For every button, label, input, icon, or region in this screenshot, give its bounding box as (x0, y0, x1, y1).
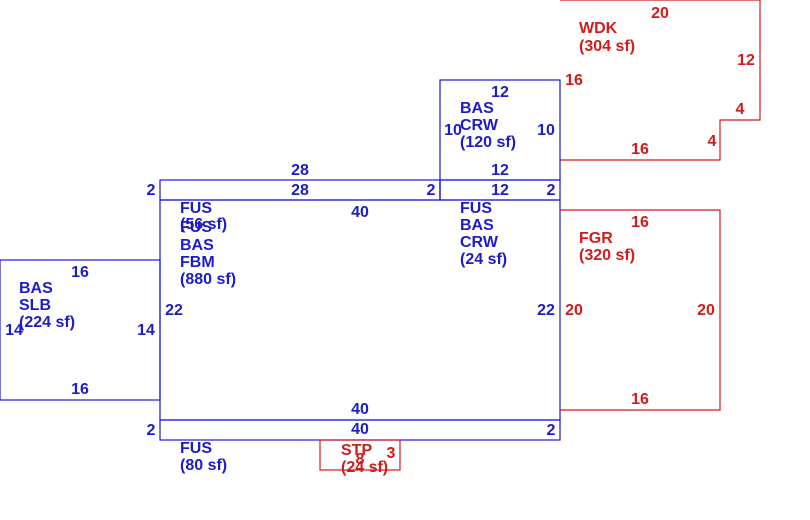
fgr-dim-left: 20 (565, 302, 583, 319)
main-block-outline (159, 199, 561, 421)
crw-upper-dim-bottom: 12 (491, 162, 509, 179)
crw-upper-dim-top: 12 (491, 84, 509, 101)
crw-upper-code-2: CRW (460, 117, 499, 134)
wdk-dim-right-upper: 12 (737, 52, 755, 69)
fus-bottom-code: FUS (180, 440, 212, 457)
slb-outline (0, 259, 161, 401)
crw-upper-area: (120 sf) (460, 134, 516, 151)
fus-top-dim-right: 2 (427, 182, 436, 199)
main-code-fbm: FBM (180, 254, 215, 271)
stp-outline (319, 439, 401, 471)
slb-code-2: SLB (19, 297, 51, 314)
main-area: (880 sf) (180, 271, 236, 288)
stp-code: STP (341, 442, 372, 459)
main-dim-top: 40 (351, 204, 369, 221)
fus-crw-code-2: BAS (460, 217, 494, 234)
slb-dim-bottom: 16 (71, 381, 89, 398)
main-code-fus-1: FUS (180, 200, 212, 217)
fgr-dim-top: 16 (631, 214, 649, 231)
slb-area: (224 sf) (19, 314, 75, 331)
main-fus-area: (56 sf) (180, 216, 227, 233)
slb-dim-top: 16 (71, 264, 89, 281)
wdk-dim-right-step: 4 (736, 101, 745, 118)
wdk-outline (560, 0, 761, 161)
crw-upper-code-1: BAS (460, 100, 494, 117)
stp-dim-width: 8 (356, 451, 365, 468)
wdk-dim-left: 16 (565, 72, 583, 89)
wdk-code: WDK (579, 20, 618, 37)
wdk-area: (304 sf) (579, 38, 635, 55)
main-dim-left: 22 (165, 302, 183, 319)
fgr-dim-bottom: 16 (631, 391, 649, 408)
fus-crw-area: (24 sf) (460, 251, 507, 268)
main-code-bas: BAS (180, 237, 214, 254)
wdk-dim-bottom: 16 (631, 141, 649, 158)
wdk-dim-step-vertical: 4 (708, 133, 717, 150)
fus-bottom-area: (80 sf) (180, 457, 227, 474)
crw-upper-dim-left: 10 (444, 122, 462, 139)
crw-upper-dim-right: 10 (537, 122, 555, 139)
stp-dim-height: 3 (387, 445, 396, 462)
wdk-dim-top: 20 (651, 5, 669, 22)
fgr-area: (320 sf) (579, 247, 635, 264)
slb-dim-left: 14 (5, 322, 23, 339)
fus-bottom-dim-left: 2 (147, 422, 156, 439)
slb-code-1: BAS (19, 280, 53, 297)
fus-bottom-dim-right: 2 (547, 422, 556, 439)
crw-strip-dim-top: 12 (491, 182, 509, 199)
fus-top-dim-top: 28 (291, 162, 309, 179)
main-dim-right: 22 (537, 302, 555, 319)
fus-crw-code-1: FUS (460, 200, 492, 217)
fus-crw-code-3: CRW (460, 234, 499, 251)
fus-top-dim-bottom: 28 (291, 182, 309, 199)
fgr-code: FGR (579, 230, 613, 247)
main-code-fus-2: FUS (180, 219, 212, 236)
fgr-outline (560, 209, 721, 411)
fgr-dim-right: 20 (697, 302, 715, 319)
crw-strip-dim-right: 2 (547, 182, 556, 199)
slb-dim-right: 14 (137, 322, 155, 339)
stp-area: (24 sf) (341, 459, 388, 476)
fus-bottom-dim-top: 40 (351, 421, 369, 438)
fus-top-dim-left: 2 (147, 182, 156, 199)
main-dim-bottom: 40 (351, 401, 369, 418)
